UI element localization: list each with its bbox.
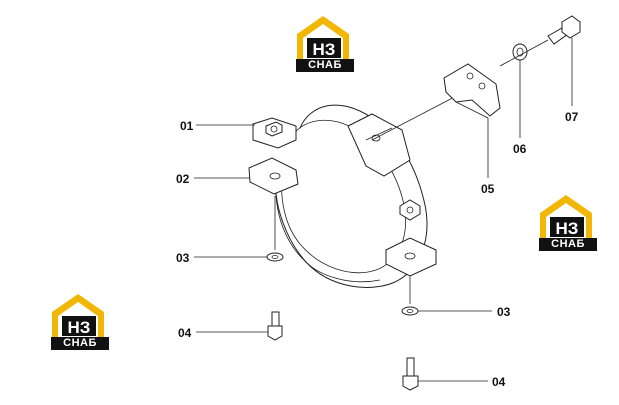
watermark-logo-left: НЗ СНАБ — [48, 292, 112, 352]
callout-03-left: 03 — [176, 251, 190, 265]
logo-word: СНАБ — [539, 238, 597, 251]
hinge-block — [347, 113, 411, 177]
part-05-bracket — [443, 63, 501, 119]
hinge-rod — [371, 91, 465, 141]
right-bolt — [402, 357, 419, 391]
watermark-logo-top: НЗ СНАБ — [293, 14, 357, 74]
callout-07: 07 — [565, 110, 579, 124]
logo-word: СНАБ — [51, 337, 109, 350]
house-logo-icon — [52, 294, 104, 338]
callout-06: 06 — [513, 142, 527, 156]
house-logo-icon — [297, 16, 349, 60]
house-logo-icon — [540, 195, 592, 239]
logo-letters: НЗ — [313, 40, 336, 59]
callout-02: 02 — [176, 172, 190, 186]
logo-letters: НЗ — [68, 318, 91, 337]
callout-04-right: 04 — [492, 375, 506, 389]
upper-ear — [252, 117, 297, 149]
logo-word: СНАБ — [296, 59, 354, 72]
left-bolt — [267, 311, 283, 341]
right-washer — [401, 306, 419, 316]
left-lower-ear — [248, 157, 299, 195]
part-07-bolt — [547, 15, 581, 45]
callout-04-left: 04 — [178, 326, 192, 340]
callout-03-right: 03 — [497, 305, 511, 319]
callout-01: 01 — [180, 119, 194, 133]
left-washer — [266, 252, 284, 262]
callout-05: 05 — [481, 182, 495, 196]
right-lower-ear — [385, 199, 437, 277]
logo-letters: НЗ — [556, 219, 579, 238]
watermark-logo-right: НЗ СНАБ — [536, 193, 600, 253]
